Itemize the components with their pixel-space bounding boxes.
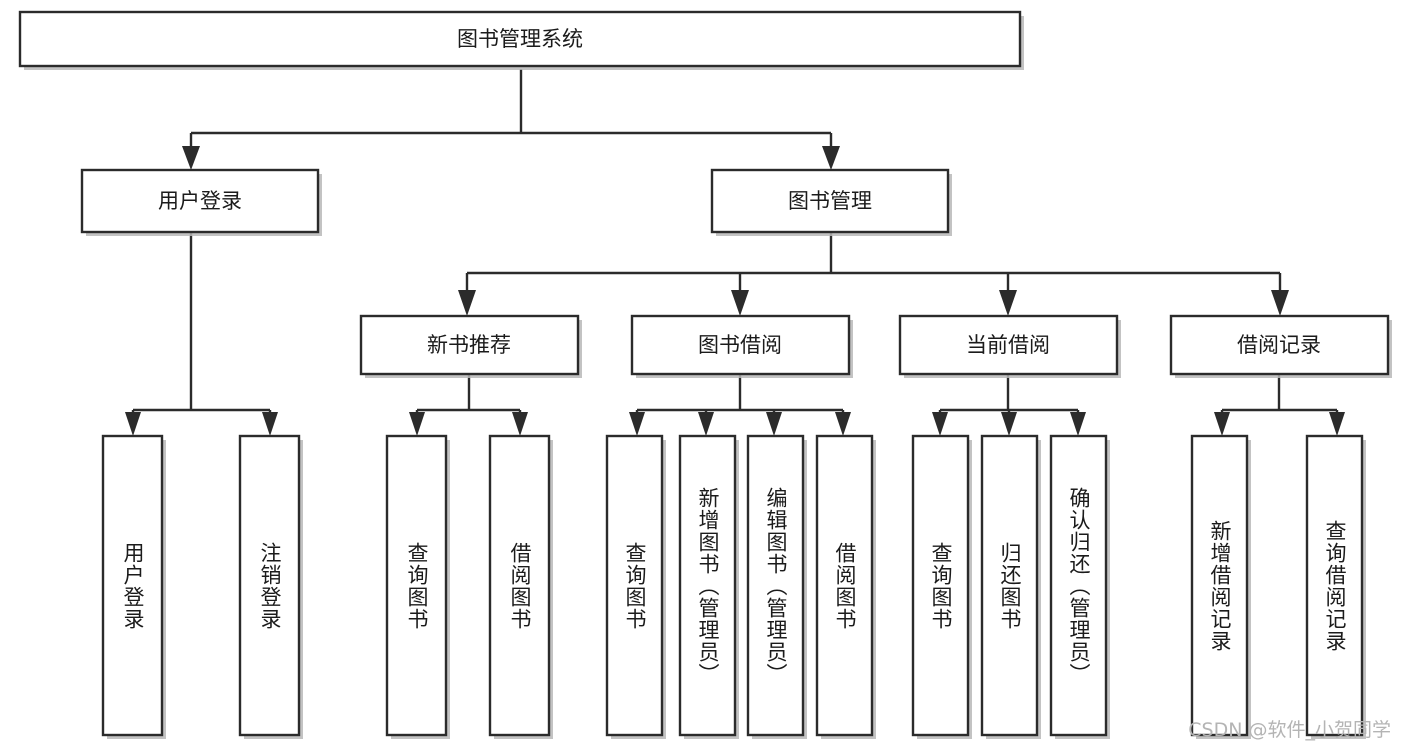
node-leaf-user-login-label: 用户登录 (121, 542, 145, 630)
node-leaf-confirm-return[interactable]: 确认归还（管理员） (1049, 434, 1110, 739)
node-book-borrow-label: 图书借阅 (698, 333, 782, 357)
node-leaf-borrow-book-2-label: 借阅图书 (833, 542, 857, 630)
arrow-head-leaf-borrow-book-2 (835, 412, 851, 436)
node-leaf-borrow-book-2[interactable]: 借阅图书 (815, 434, 876, 739)
node-leaf-return-book-box (980, 434, 1039, 737)
node-leaf-confirm-return-box (1049, 434, 1108, 737)
node-book-management-box (710, 168, 950, 234)
node-leaf-query-book-2-label: 查询图书 (623, 542, 647, 630)
node-root[interactable]: 图书管理系统 (18, 10, 1024, 70)
node-leaf-user-login-box (101, 434, 164, 737)
node-current-borrow-box (898, 314, 1119, 376)
node-book-management[interactable]: 图书管理 (710, 168, 952, 236)
node-new-book-recommend[interactable]: 新书推荐 (359, 314, 582, 378)
arrow-head-leaf-query-record (1329, 412, 1345, 436)
node-leaf-query-book-3-box (911, 434, 970, 737)
arrow-head-leaf-borrow-book-1 (512, 412, 528, 436)
node-current-borrow-label: 当前借阅 (966, 333, 1050, 357)
arrow-head-leaf-user-login (125, 412, 141, 436)
node-leaf-return-book-label: 归还图书 (998, 542, 1022, 630)
node-leaf-edit-book-box (746, 434, 805, 737)
node-leaf-borrow-book-1[interactable]: 借阅图书 (488, 434, 553, 739)
arrow-head-book-management (822, 146, 840, 170)
node-leaf-query-book-1-label: 查询图书 (405, 542, 429, 630)
arrow-head-user-login (182, 146, 200, 170)
node-book-management-label: 图书管理 (788, 189, 872, 213)
arrow-head-leaf-user-logout (262, 412, 278, 436)
node-leaf-borrow-book-1-label: 借阅图书 (508, 542, 532, 630)
node-borrow-record-label: 借阅记录 (1237, 333, 1321, 357)
node-leaf-query-record-label: 查询借阅记录 (1323, 520, 1347, 652)
arrow-head-borrow-record (1271, 290, 1289, 316)
node-leaf-user-logout[interactable]: 注销登录 (238, 434, 303, 739)
arrow-head-current-borrow (999, 290, 1017, 316)
node-book-borrow[interactable]: 图书借阅 (630, 314, 853, 378)
arrow-head-leaf-add-record (1214, 412, 1230, 436)
node-user-login-box (80, 168, 320, 234)
node-leaf-query-record-box (1305, 434, 1364, 737)
node-leaf-user-logout-box (238, 434, 301, 737)
node-leaf-add-book-label: 新增图书（管理员） (696, 487, 720, 685)
node-leaf-edit-book[interactable]: 编辑图书（管理员） (746, 434, 807, 739)
node-leaf-query-book-2[interactable]: 查询图书 (605, 434, 666, 739)
arrow-head-book-borrow (731, 290, 749, 316)
node-borrow-record[interactable]: 借阅记录 (1169, 314, 1392, 378)
node-leaf-add-book-box (678, 434, 737, 737)
node-leaf-query-book-3-label: 查询图书 (929, 542, 953, 630)
arrow-head-leaf-query-book-2 (629, 412, 645, 436)
arrow-head-leaf-edit-book (766, 412, 782, 436)
arrow-head-leaf-query-book-3 (932, 412, 948, 436)
node-leaf-user-login[interactable]: 用户登录 (101, 434, 166, 739)
connector-layer (125, 69, 1345, 436)
node-root-box (18, 10, 1022, 68)
node-leaf-confirm-return-label: 确认归还（管理员） (1067, 487, 1091, 685)
node-leaf-user-logout-label: 注销登录 (258, 542, 282, 630)
arrow-head-leaf-confirm-return (1070, 412, 1086, 436)
node-leaf-query-book-2-box (605, 434, 664, 737)
node-leaf-query-book-1[interactable]: 查询图书 (385, 434, 450, 739)
node-book-borrow-box (630, 314, 851, 376)
node-current-borrow[interactable]: 当前借阅 (898, 314, 1121, 378)
node-borrow-record-box (1169, 314, 1390, 376)
node-new-book-recommend-box (359, 314, 580, 376)
node-user-login-label: 用户登录 (158, 189, 242, 213)
node-leaf-add-book[interactable]: 新增图书（管理员） (678, 434, 739, 739)
node-leaf-borrow-book-2-box (815, 434, 874, 737)
arrow-head-leaf-query-book-1 (409, 412, 425, 436)
node-leaf-add-record[interactable]: 新增借阅记录 (1190, 434, 1251, 739)
node-user-login[interactable]: 用户登录 (80, 168, 322, 236)
node-leaf-query-book-1-box (385, 434, 448, 737)
node-leaf-edit-book-label: 编辑图书（管理员） (764, 487, 788, 685)
node-leaf-add-record-box (1190, 434, 1249, 737)
node-new-book-recommend-label: 新书推荐 (427, 333, 511, 357)
arrow-head-new-book-recommend (458, 290, 476, 316)
node-leaf-query-book-3[interactable]: 查询图书 (911, 434, 972, 739)
node-leaf-borrow-book-1-box (488, 434, 551, 737)
node-leaf-add-record-label: 新增借阅记录 (1208, 520, 1232, 652)
arrow-head-leaf-add-book (698, 412, 714, 436)
node-root-label: 图书管理系统 (457, 27, 583, 51)
arrow-head-leaf-return-book (1001, 412, 1017, 436)
node-leaf-query-record[interactable]: 查询借阅记录 (1305, 434, 1366, 739)
node-leaf-return-book[interactable]: 归还图书 (980, 434, 1041, 739)
